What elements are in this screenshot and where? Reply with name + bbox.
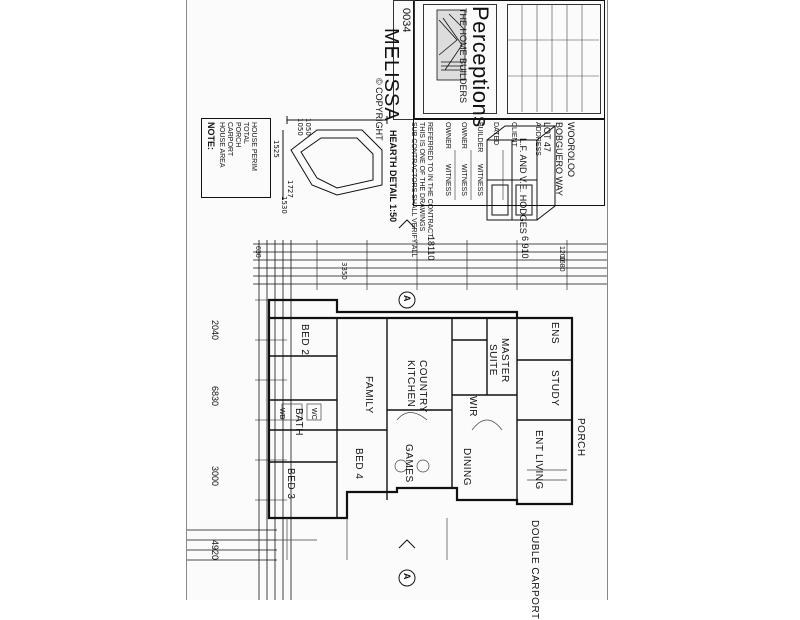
logo-artwork bbox=[436, 9, 466, 81]
title-block-grid bbox=[507, 4, 601, 114]
hearth-detail-drawing bbox=[282, 116, 388, 200]
notes-box bbox=[201, 118, 271, 198]
title-block-gridlines bbox=[507, 4, 599, 112]
signature-block bbox=[413, 118, 605, 206]
title-block-number-panel bbox=[393, 0, 415, 120]
title-block-logo-panel bbox=[423, 4, 497, 114]
section-marker-bottom: A bbox=[402, 573, 412, 580]
drawing-sheet: Perceptions THE HOME BUILDERS 0034 MELIS… bbox=[186, 0, 608, 620]
section-markers bbox=[398, 219, 416, 587]
section-marker-top: A bbox=[402, 295, 412, 302]
title-block bbox=[413, 0, 605, 120]
cabinet-sketch bbox=[486, 125, 557, 221]
floor-plan-walls bbox=[247, 298, 574, 560]
